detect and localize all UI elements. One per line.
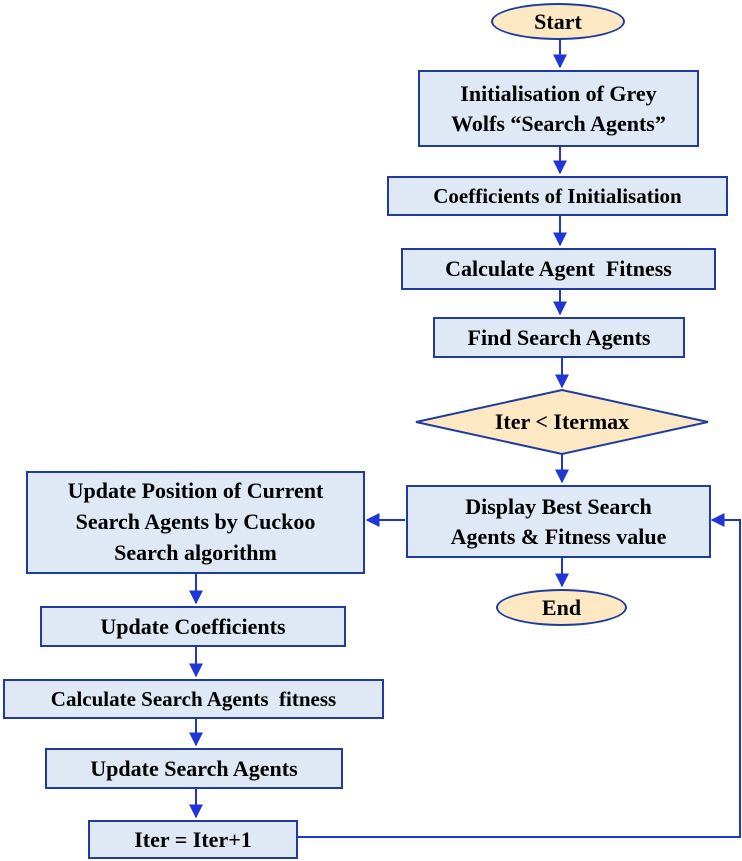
iter-increment-label: Iter = Iter+1 [134,826,252,852]
find-search-agents-box: Find Search Agents [433,317,685,358]
update-position-line-3: Search algorithm [114,539,277,565]
calc-agent-fitness-label: Calculate Agent Fitness [445,256,672,281]
init-grey-wolves-box: Initialisation of Grey Wolfs “Search Age… [418,70,699,147]
arrow-loop-back [297,513,741,838]
update-position-line-1: Update Position of Current [67,478,324,504]
update-position-line-2: Search Agents by Cuckoo [75,509,316,535]
update-position-box: Update Position of Current Search Agents… [26,471,365,574]
decision-label-wrap: Iter < Itermax [416,390,708,454]
calc-search-fitness-label: Calculate Search Agents fitness [50,686,337,711]
display-best-box: Display Best Search Agents & Fitness val… [406,485,711,558]
update-coefficients-box: Update Coefficients [40,606,346,647]
calc-search-fitness-box: Calculate Search Agents fitness [3,679,384,719]
decision-label: Iter < Itermax [494,409,630,434]
update-search-agents-label: Update Search Agents [90,755,298,781]
start-terminal: Start [491,3,625,40]
init-coefficients-label: Coefficients of Initialisation [433,183,682,208]
init-grey-wolves-line-2: Wolfs “Search Agents” [451,110,666,136]
calc-agent-fitness-box: Calculate Agent Fitness [401,248,716,290]
init-coefficients-box: Coefficients of Initialisation [387,176,728,216]
init-grey-wolves-line-1: Initialisation of Grey [460,80,657,106]
end-label: End [541,594,582,620]
display-best-line-1: Display Best Search [465,493,652,519]
iter-increment-box: Iter = Iter+1 [88,820,298,859]
display-best-line-2: Agents & Fitness value [450,523,667,549]
start-label: Start [534,8,582,34]
end-terminal: End [496,589,627,626]
update-coefficients-label: Update Coefficients [100,613,286,639]
find-search-agents-label: Find Search Agents [467,324,651,350]
update-search-agents-box: Update Search Agents [45,748,343,789]
